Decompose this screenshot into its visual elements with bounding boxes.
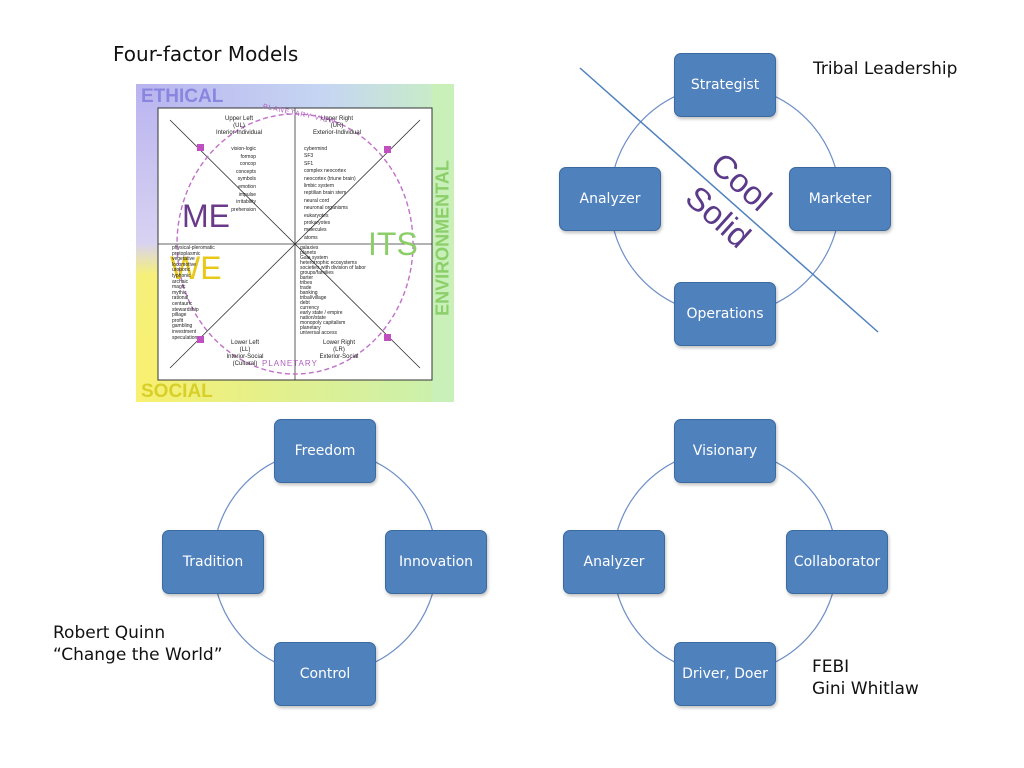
quinn-caption-line-1: Robert Quinn (53, 623, 166, 643)
tribal-node-analyzer: Analyzer (559, 167, 661, 231)
febi-node-analyzer: Analyzer (563, 530, 665, 594)
social-label: SOCIAL (141, 381, 213, 402)
wilber-quadrant-image (136, 84, 454, 402)
quinn-node-tradition: Tradition (162, 530, 264, 594)
ur-heading: Upper Right(UR)Exterior-Individual (312, 116, 362, 136)
ul-heading: Upper Left(UL)Interior-Individual (215, 116, 263, 136)
tribal-caption: Tribal Leadership (813, 59, 958, 79)
tribal-node-strategist: Strategist (674, 53, 776, 117)
tribal-node-operations: Operations (674, 282, 776, 346)
quinn-node-control: Control (274, 642, 376, 706)
febi-node-visionary: Visionary (674, 419, 776, 483)
tribal-node-marketer: Marketer (789, 167, 891, 231)
quinn-caption-line-2: “Change the World” (53, 645, 223, 665)
febi-caption: FEBI Gini Whitlaw (812, 656, 919, 700)
arc-label-bottom: PLANETARY (262, 359, 318, 368)
ethical-label: ETHICAL (141, 86, 224, 107)
we-label: WE (170, 250, 222, 286)
lr-heading: Lower Right(LR)Exterior-Social (319, 340, 359, 360)
quinn-node-freedom: Freedom (274, 419, 376, 483)
febi-node-driver-doer: Driver, Doer (674, 642, 776, 706)
page-title: Four-factor Models (113, 42, 299, 66)
its-label: ITS (368, 226, 418, 262)
febi-caption-line-1: FEBI (812, 657, 850, 677)
me-label: ME (182, 198, 230, 234)
febi-node-collaborator: Collaborator (786, 530, 888, 594)
environmental-label: ENVIRONMENTAL (432, 160, 453, 316)
tribal-diagonal-line (579, 67, 879, 333)
febi-caption-line-2: Gini Whitlaw (812, 679, 919, 699)
ll-heading: Lower Left(LL)Interior-Social(Cultural) (226, 340, 264, 367)
quinn-node-innovation: Innovation (385, 530, 487, 594)
quinn-caption: Robert Quinn “Change the World” (53, 622, 223, 666)
